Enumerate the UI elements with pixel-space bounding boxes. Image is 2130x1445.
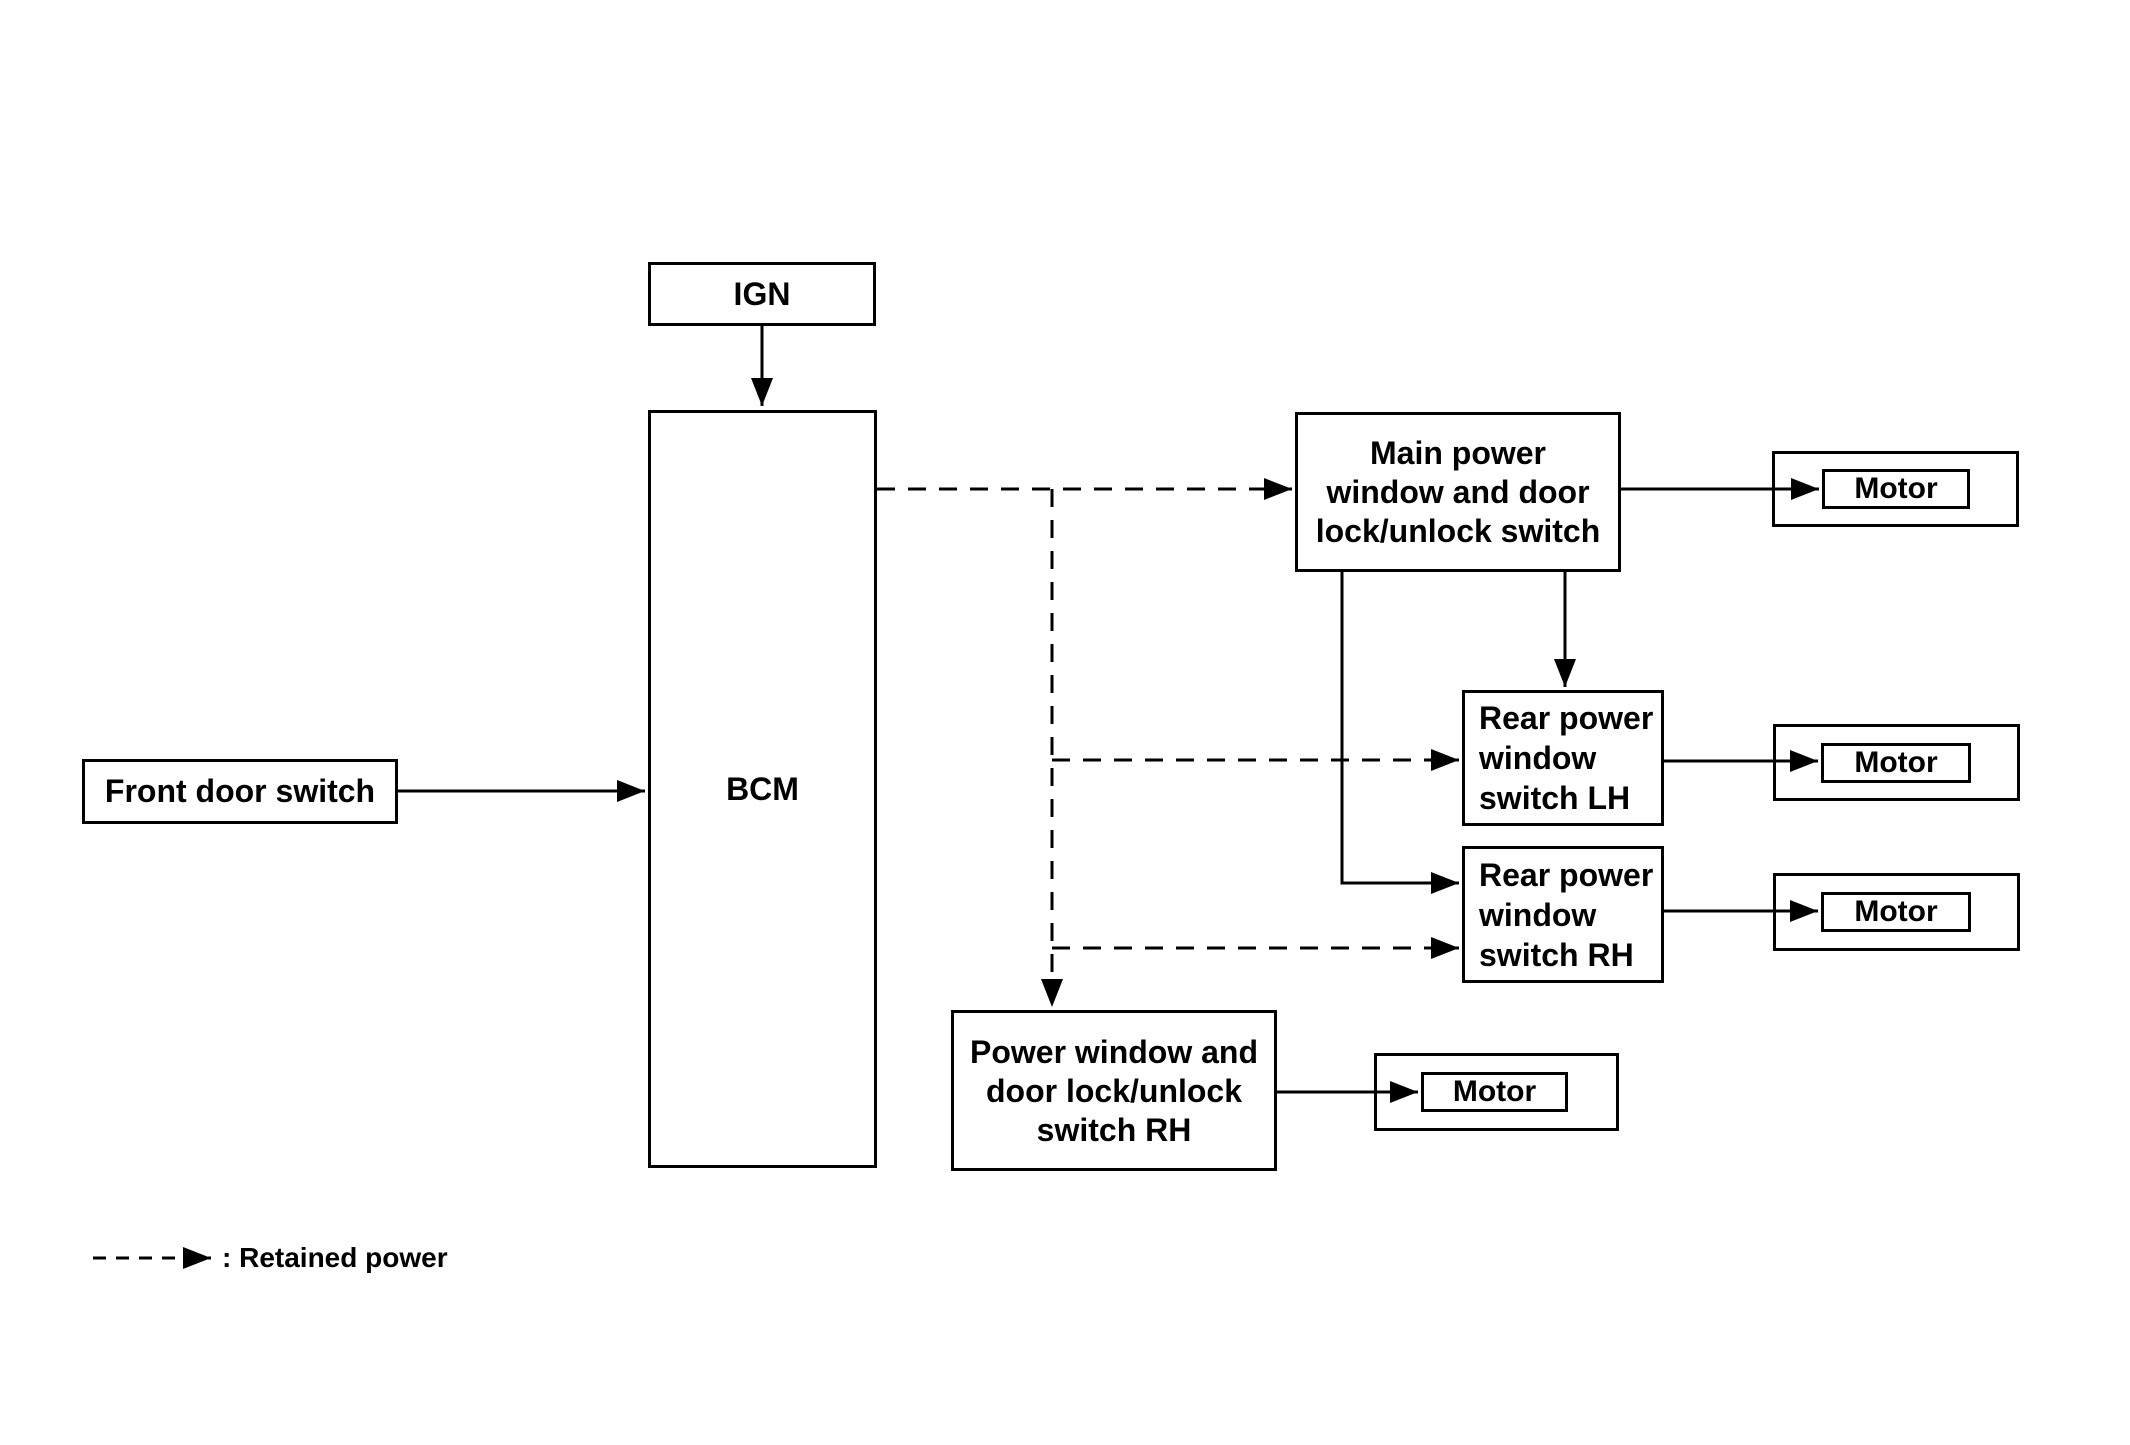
- node-rear-power-window-switch-lh-line2: window: [1479, 740, 1597, 776]
- legend-retained-power-label: : Retained power: [222, 1242, 448, 1273]
- legend-retained-power: : Retained power: [222, 1238, 448, 1278]
- node-main-power-window-switch-line3: lock/unlock switch: [1315, 512, 1601, 549]
- node-bcm-label: BCM: [726, 770, 799, 807]
- node-rear-power-window-switch-rh-line2: window: [1479, 896, 1597, 933]
- motor-2: Motor: [1821, 743, 1971, 783]
- motor-1-label: Motor: [1854, 472, 1938, 505]
- main-switch-to-rear-rh-arrow: [1340, 572, 1459, 894]
- node-main-power-window-switch-line1: Main power: [1369, 434, 1546, 471]
- node-ign: IGN: [648, 262, 876, 326]
- motor-4: Motor: [1421, 1072, 1568, 1112]
- node-power-window-switch-rh-line1: Power window and: [969, 1034, 1258, 1070]
- motor-3: Motor: [1821, 892, 1971, 932]
- node-front-door-switch: Front door switch: [82, 759, 398, 824]
- motor-4-label: Motor: [1452, 1075, 1537, 1108]
- node-rear-power-window-switch-rh-line3: switch RH: [1479, 936, 1634, 973]
- node-rear-power-window-switch-lh: Rear power window switch LH: [1462, 690, 1664, 826]
- node-rear-power-window-switch-rh: Rear power window switch RH: [1462, 846, 1664, 983]
- node-power-window-switch-rh: Power window and door lock/unlock switch…: [951, 1010, 1277, 1171]
- node-power-window-switch-rh-line3: switch RH: [1036, 1112, 1192, 1148]
- node-power-window-switch-rh-line2: door lock/unlock: [985, 1073, 1243, 1109]
- motor-1: Motor: [1822, 469, 1970, 509]
- motor-3-label: Motor: [1854, 895, 1938, 928]
- node-rear-power-window-switch-lh-line3: switch LH: [1479, 780, 1631, 816]
- node-bcm: BCM: [648, 410, 877, 1168]
- motor-2-label: Motor: [1854, 746, 1938, 779]
- node-main-power-window-switch: Main power window and door lock/unlock s…: [1295, 412, 1621, 572]
- node-ign-label: IGN: [733, 275, 791, 312]
- node-rear-power-window-switch-rh-line1: Rear power: [1479, 856, 1654, 893]
- node-front-door-switch-label: Front door switch: [104, 773, 376, 809]
- node-rear-power-window-switch-lh-line1: Rear power: [1479, 700, 1654, 736]
- node-main-power-window-switch-line2: window and door: [1326, 473, 1590, 510]
